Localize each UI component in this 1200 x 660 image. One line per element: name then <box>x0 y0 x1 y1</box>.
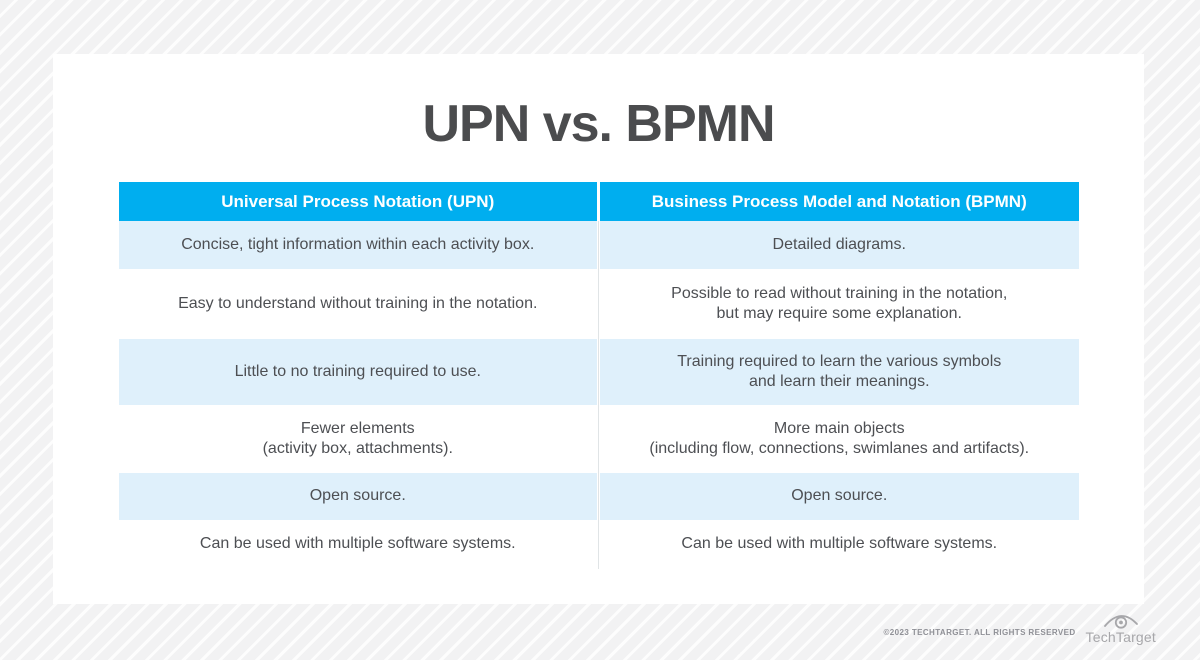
table-cell-upn: Little to no training required to use. <box>118 339 597 406</box>
table-cell-upn: Fewer elements (activity box, attachment… <box>262 419 453 458</box>
page-title: UPN vs. BPMN <box>422 95 775 153</box>
header-divider <box>597 182 600 222</box>
table-cell-bpmn: Possible to read without training in the… <box>671 284 1008 323</box>
column-divider <box>597 339 600 406</box>
column-divider <box>597 269 600 340</box>
column-divider <box>597 221 600 270</box>
comparison-table: Universal Process Notation (UPN) Busines… <box>118 182 1079 570</box>
table-cell-bpmn: More main objects (including flow, conne… <box>649 419 1030 458</box>
table-cell-bpmn: Can be used with multiple software syste… <box>681 535 998 553</box>
table-cell-bpmn: Open source. <box>600 473 1079 521</box>
content-card: UPN vs. BPMN Universal Process Notation … <box>53 54 1144 604</box>
table-header-row: Universal Process Notation (UPN) Busines… <box>118 182 1079 222</box>
table-cell-upn: Open source. <box>118 473 597 521</box>
table-row: Open source. Open source. <box>118 473 1079 521</box>
table-row: Fewer elements (activity box, attachment… <box>119 405 1079 474</box>
column-divider <box>597 473 600 521</box>
column-divider <box>597 405 600 474</box>
copyright-text: ©2023 TECHTARGET. ALL RIGHTS RESERVED <box>883 628 1076 637</box>
table-row: Concise, tight information within each a… <box>118 221 1079 270</box>
techtarget-logo: TechTarget <box>1086 612 1156 644</box>
table-cell-upn: Can be used with multiple software syste… <box>199 535 516 553</box>
column-divider <box>597 520 600 570</box>
footer: ©2023 TECHTARGET. ALL RIGHTS RESERVED Te… <box>884 612 1156 644</box>
table-row: Little to no training required to use. T… <box>118 339 1079 406</box>
techtarget-wordmark: TechTarget <box>1085 629 1156 645</box>
table-row: Easy to understand without training in t… <box>119 269 1079 340</box>
techtarget-eye-icon <box>1103 615 1138 629</box>
table-header-bpmn: Business Process Model and Notation (BPM… <box>600 182 1079 222</box>
table-cell-bpmn: Training required to learn the various s… <box>600 339 1079 406</box>
table-cell-bpmn: Detailed diagrams. <box>600 221 1079 270</box>
table-cell-upn: Concise, tight information within each a… <box>118 221 597 270</box>
table-row: Can be used with multiple software syste… <box>119 520 1079 570</box>
table-header-upn: Universal Process Notation (UPN) <box>118 182 597 222</box>
table-cell-upn: Easy to understand without training in t… <box>178 294 538 312</box>
